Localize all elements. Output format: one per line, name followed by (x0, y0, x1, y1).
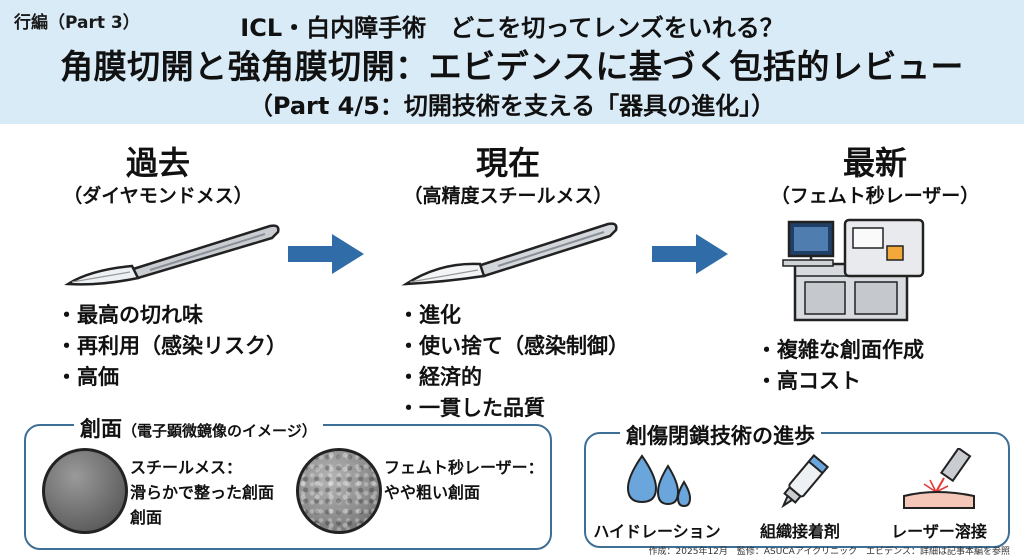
laser-surface-micrograph (296, 448, 382, 534)
wound-surface-title-note: （電子顕微鏡像のイメージ） (122, 422, 317, 440)
column-present-heading: 現在 （高精度スチールメス） (378, 144, 638, 210)
caption-line: 創面 (130, 508, 163, 527)
wound-closure-title: 創傷閉鎖技術の進歩 (620, 420, 821, 450)
header-banner: 行編（Part 3） ICL・白内障手術 どこを切ってレンズをいれる？ 角膜切開… (0, 0, 1024, 124)
femtosecond-laser-machine-icon (782, 218, 925, 322)
past-feature-list: 最高の切れ味 再利用（感染リスク） 高価 (56, 300, 287, 393)
laser-surface-caption: フェムト秒レーザー： やや粗い創面 (384, 455, 544, 505)
list-item: 進化 (398, 300, 629, 331)
arrow-right-icon (652, 234, 728, 274)
latest-feature-list: 複雑な創面作成 高コスト (756, 335, 924, 397)
series-tag: 行編（Part 3） (14, 13, 140, 33)
steel-scalpel-icon (401, 222, 618, 286)
list-item: 再利用（感染リスク） (56, 331, 287, 362)
arrow-right-icon (288, 234, 364, 274)
present-feature-list: 進化 使い捨て（感染制御） 経済的 一貫した品質 (398, 300, 629, 424)
caption-line: 滑らかで整った創面 (130, 483, 275, 502)
list-item: 最高の切れ味 (56, 300, 287, 331)
caption-line: フェムト秒レーザー： (384, 458, 544, 477)
column-title: 現在 (475, 144, 540, 182)
steel-surface-caption: スチールメス： 滑らかで整った創面 創面 (130, 455, 274, 530)
wound-surface-title: 創面（電子顕微鏡像のイメージ） (74, 413, 323, 443)
list-item: 使い捨て（感染制御） (398, 331, 629, 362)
closure-item-label: ハイドレーション (593, 522, 721, 541)
title-line-1: ICL・白内障手術 どこを切ってレンズをいれる？ (240, 14, 784, 42)
list-item: 一貫した品質 (398, 393, 629, 424)
closure-item-label: 組織接着剤 (759, 522, 840, 541)
title-line-2: 角膜切開と強角膜切開：エビデンスに基づく包括的レビュー (60, 47, 964, 86)
steel-surface-micrograph (42, 448, 128, 534)
diamond-scalpel-icon (64, 224, 280, 286)
list-item: 複雑な創面作成 (756, 335, 924, 366)
glue-tube-icon (781, 453, 830, 509)
water-drops-icon (626, 454, 692, 508)
column-title: 過去 (125, 144, 190, 182)
column-subtitle: （高精度スチールメス） (403, 185, 613, 207)
column-past-heading: 過去 （ダイヤモンドメス） (28, 144, 288, 210)
title-line-3: （Part 4/5：切開技術を支える「器具の進化」） (248, 92, 776, 120)
footer-credits: 作成：2025年12月 監修：ASUCAアイクリニック エビデンス：詳細は記事本… (648, 547, 1010, 557)
laser-welding-icon (903, 448, 975, 509)
column-subtitle: （ダイヤモンドメス） (63, 185, 253, 207)
list-item: 経済的 (398, 362, 629, 393)
list-item: 高価 (56, 362, 287, 393)
wound-surface-title-main: 創面 (80, 417, 122, 441)
list-item: 高コスト (756, 366, 924, 397)
column-latest-heading: 最新 （フェムト秒レーザー） (745, 144, 1005, 210)
column-title: 最新 (842, 144, 907, 182)
caption-line: スチールメス： (130, 458, 243, 477)
caption-line: やや粗い創面 (384, 483, 481, 502)
column-subtitle: （フェムト秒レーザー） (770, 185, 980, 207)
closure-item-label: レーザー溶接 (891, 522, 987, 541)
